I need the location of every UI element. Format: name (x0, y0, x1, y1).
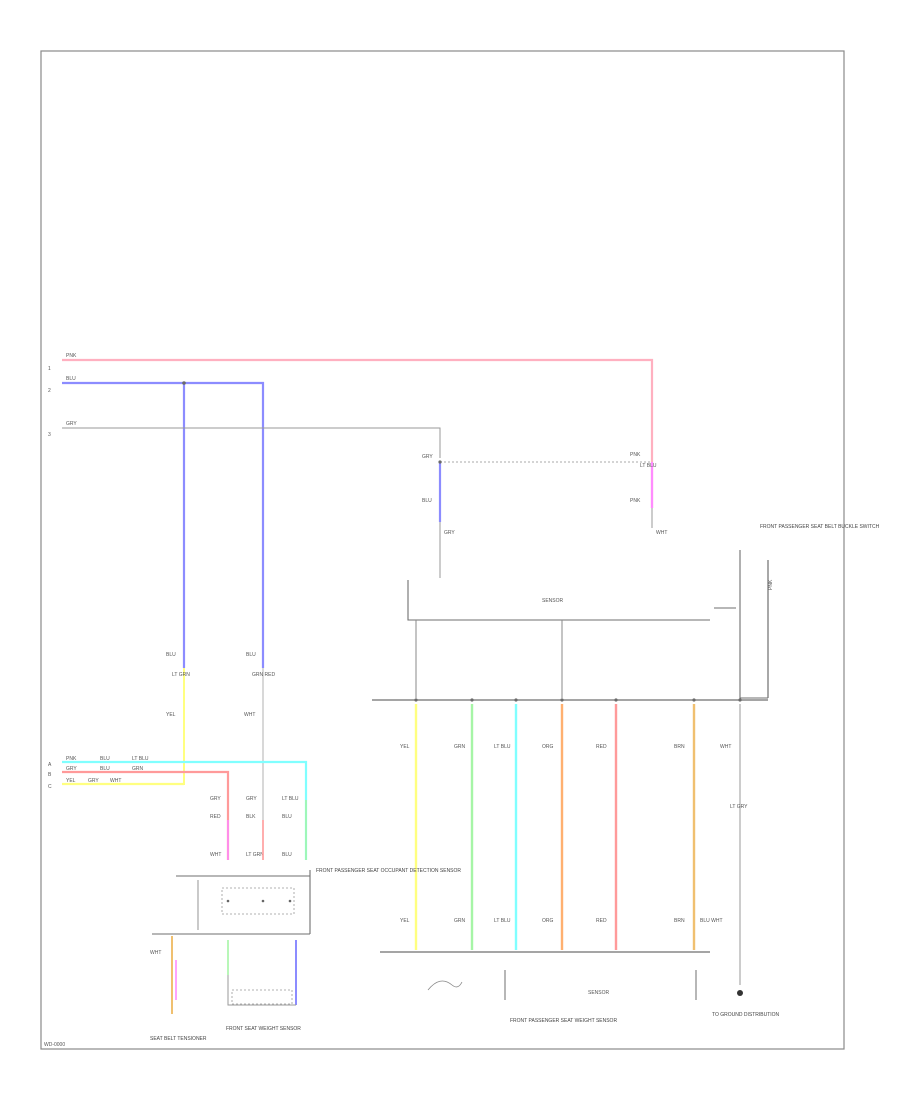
bus-right-tag: LT GRY (730, 804, 748, 810)
mid-label-red: RED (210, 814, 221, 820)
harness-r3-b: GRY (88, 778, 99, 784)
junction-tag-gry: GRY (444, 530, 455, 536)
sensor-block-label: SENSOR (542, 598, 564, 604)
bus-top-label-5: RED (596, 744, 607, 750)
mid-label-blu: BLU (282, 814, 292, 820)
connector-marker-1: 1 (48, 366, 51, 372)
wire-label-blu-top: BLU (66, 376, 76, 382)
connector-marker-3: 3 (48, 432, 51, 438)
junction-label-pnk: PNK (630, 452, 641, 458)
harness-marker-b: B (48, 772, 52, 778)
right-vertical-tag: PNK (768, 579, 774, 590)
harness-r3-a: YEL (66, 778, 76, 784)
lower-left-tag: WHT (150, 950, 161, 956)
harness-r1-a: PNK (66, 756, 77, 762)
bus-wires (414, 704, 741, 985)
component-label-seat-weight: FRONT SEAT WEIGHT SENSOR (226, 1026, 301, 1032)
bus-nodes (414, 698, 742, 702)
bus-top-label-6: BRN (674, 744, 685, 750)
mid-label-ltblu: LT BLU (282, 796, 299, 802)
junction-label-pnk2: PNK (630, 498, 641, 504)
drop-label-grnred: GRN RED (252, 672, 275, 678)
left-drops (183, 668, 264, 860)
bus-bottom-label-4: ORG (542, 918, 554, 924)
gray-feed-wire (62, 427, 441, 458)
bus-bottom-label-1: YEL (400, 918, 410, 924)
bus-top-label-1: YEL (400, 744, 410, 750)
diagram-footer-code: WD-0000 (44, 1042, 65, 1048)
upper-junction (438, 460, 653, 578)
wire-label-pnk-top: PNK (66, 353, 77, 359)
seat-belt-buckle-switch-block (407, 550, 769, 700)
drop-label-ltgrn: LT GRN (172, 672, 190, 678)
diagram-frame (40, 50, 845, 1050)
mid-label-ltgrn: LT GRN (246, 852, 264, 858)
lower-left-wires (171, 936, 297, 1014)
component-label-tensioner: SEAT BELT TENSIONER (150, 1036, 207, 1042)
bus-bottom-label-6: BRN (674, 918, 685, 924)
occupant-wire-stubs (227, 800, 307, 860)
connector-marker-2: 2 (48, 388, 51, 394)
harness-marker-c: C (48, 784, 52, 790)
weight-sensor-block (380, 951, 743, 1000)
bus-bottom-label-2: GRN (454, 918, 466, 924)
harness-marker-a: A (48, 762, 52, 768)
weight-sensor-block-label: SENSOR (588, 990, 610, 996)
mid-label-blk: BLK (246, 814, 256, 820)
drop-label-blu2: BLU (246, 652, 256, 658)
junction-label-gry: GRY (422, 454, 433, 460)
bus-bottom-label-3: LT BLU (494, 918, 511, 924)
junction-label-blu: BLU (422, 498, 432, 504)
component-label-weight-sensor: FRONT PASSENGER SEAT WEIGHT SENSOR (510, 1018, 617, 1024)
harness-r2-a: GRY (66, 766, 77, 772)
bus-top-label-4: ORG (542, 744, 554, 750)
component-label-buckle-switch: FRONT PASSENGER SEAT BELT BUCKLE SWITCH (760, 524, 880, 530)
harness-r3-c: WHT (110, 778, 121, 784)
mid-label-wht: WHT (210, 852, 221, 858)
occupant-sensor-block (152, 870, 311, 935)
junction-label-ltblu: LT BLU (640, 463, 657, 469)
mid-label-gry-a: GRY (210, 796, 221, 802)
component-label-ground: TO GROUND DISTRIBUTION (712, 1012, 780, 1018)
mid-label-gry-b: GRY (246, 796, 257, 802)
harness-r1-c: LT BLU (132, 756, 149, 762)
wire-label-gry-top: GRY (66, 421, 77, 427)
drop-label-wht: WHT (244, 712, 255, 718)
drop-label-yel: YEL (166, 712, 176, 718)
harness-r2-c: GRN (132, 766, 144, 772)
pink-feed-wire (62, 358, 654, 508)
drop-label-blu: BLU (166, 652, 176, 658)
junction-tag-wht: WHT (656, 530, 667, 536)
bus-top-label-2: GRN (454, 744, 466, 750)
bus-bottom-label-5: RED (596, 918, 607, 924)
bus-top-label-7: WHT (720, 744, 731, 750)
bus-top-label-3: LT BLU (494, 744, 511, 750)
blue-feed-wire (62, 381, 265, 668)
occupant-block-label: FRONT PASSENGER SEAT OCCUPANT DETECTION … (316, 868, 461, 874)
mid-label-blu-c: BLU (282, 852, 292, 858)
harness-r1-b: BLU (100, 756, 110, 762)
harness-r2-b: BLU (100, 766, 110, 772)
bus-bottom-label-7: BLU WHT (700, 918, 723, 924)
